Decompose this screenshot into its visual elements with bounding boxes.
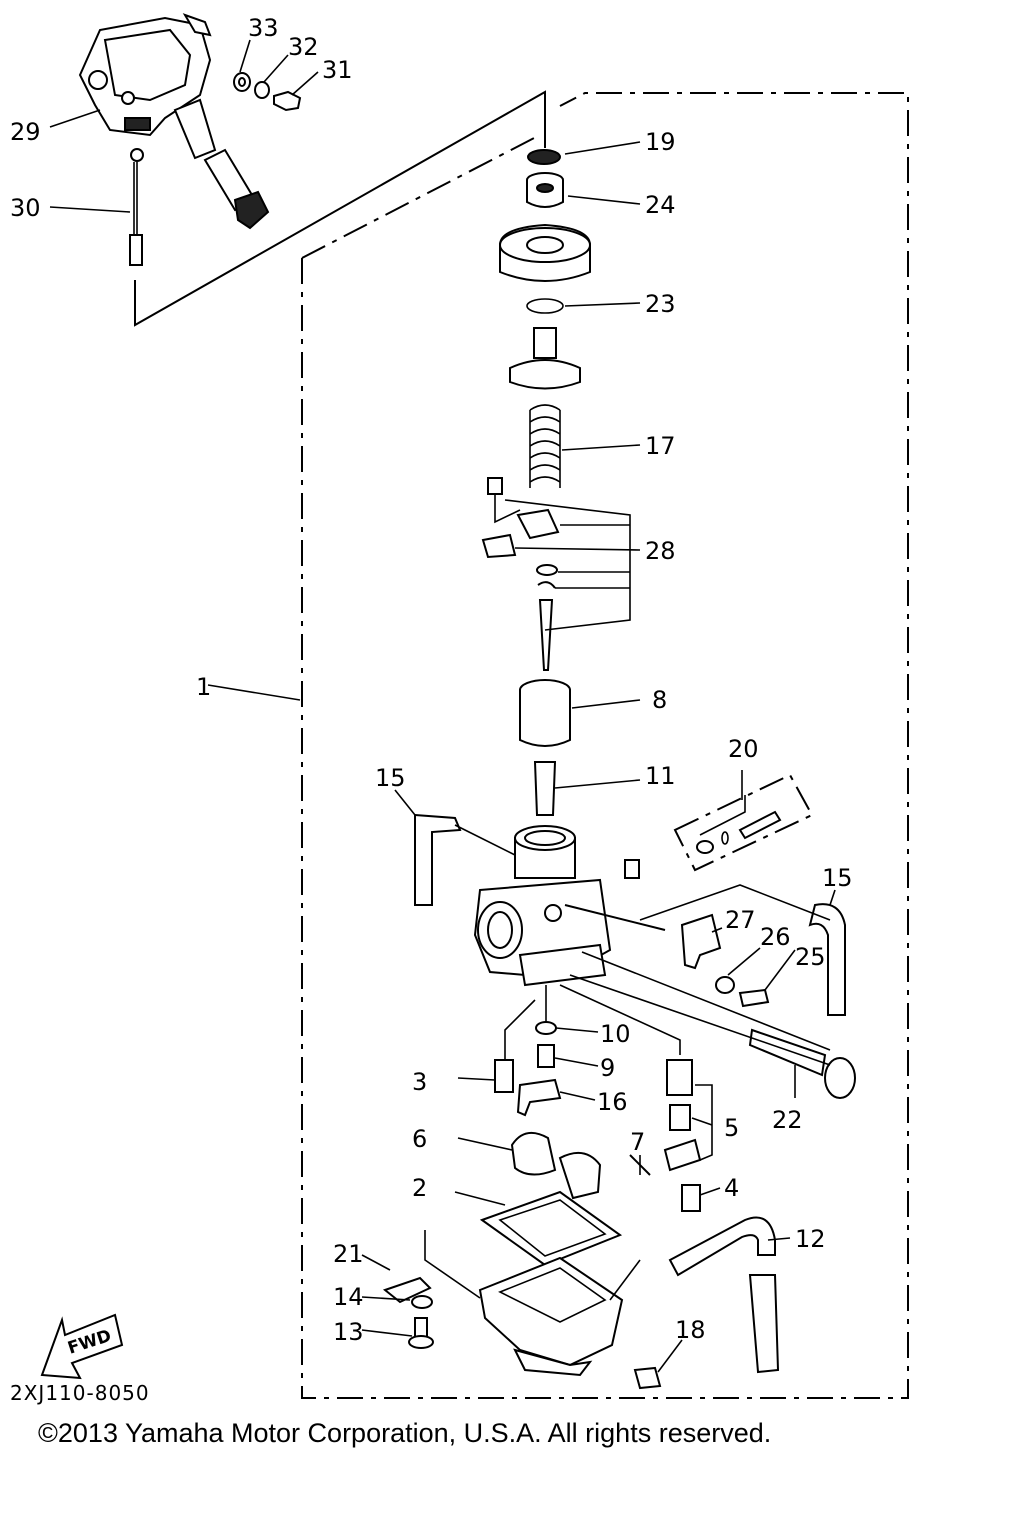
overflow-hoses xyxy=(414,813,846,1016)
callout-1: 1 xyxy=(196,673,211,701)
callout-20: 20 xyxy=(728,735,759,763)
callout-27: 27 xyxy=(725,906,756,934)
throttle-stop-screw xyxy=(748,1028,856,1099)
callout-17: 17 xyxy=(645,432,676,460)
callout-30: 30 xyxy=(10,194,41,222)
callout-21: 21 xyxy=(333,1240,364,1268)
float-bowl-gasket xyxy=(479,1190,623,1267)
throttle-cable xyxy=(129,148,144,266)
callout-10: 10 xyxy=(600,1020,631,1048)
callout-15-right: 15 xyxy=(822,864,853,892)
needle-set xyxy=(481,477,560,671)
throttle-slide xyxy=(519,679,571,747)
pilot-screw-set xyxy=(673,773,814,872)
callout-2: 2 xyxy=(412,1174,427,1202)
callout-32: 32 xyxy=(288,33,319,61)
needle-jet xyxy=(533,761,557,816)
callout-14: 14 xyxy=(333,1283,364,1311)
callout-16: 16 xyxy=(597,1088,628,1116)
callout-13: 13 xyxy=(333,1318,364,1346)
callout-3: 3 xyxy=(412,1068,427,1096)
carburetor-body xyxy=(473,825,666,987)
callout-4: 4 xyxy=(724,1174,739,1202)
callout-26: 26 xyxy=(760,923,791,951)
callout-8: 8 xyxy=(652,686,667,714)
hardware-31-33 xyxy=(233,72,302,112)
callout-7: 7 xyxy=(630,1128,645,1156)
callout-33: 33 xyxy=(248,14,279,42)
drain-hose xyxy=(668,1216,780,1374)
fwd-arrow: FWD xyxy=(40,1313,124,1380)
callout-29: 29 xyxy=(10,118,41,146)
callout-6: 6 xyxy=(412,1125,427,1153)
callout-31: 31 xyxy=(322,56,353,84)
copyright-notice: ©2013 Yamaha Motor Corporation, U.S.A. A… xyxy=(38,1418,771,1448)
part-number: 2XJ110-8050 xyxy=(10,1381,150,1405)
jets-and-float xyxy=(494,1021,702,1212)
callout-18: 18 xyxy=(675,1316,706,1344)
throttle-housing xyxy=(78,13,270,230)
callout-5: 5 xyxy=(724,1114,739,1142)
leader-lines xyxy=(49,39,836,1373)
top-cap-stack xyxy=(499,149,591,390)
callout-23: 23 xyxy=(645,290,676,318)
spring xyxy=(529,404,561,488)
callout-19: 19 xyxy=(645,128,676,156)
callout-9: 9 xyxy=(600,1054,615,1082)
callout-12: 12 xyxy=(795,1225,826,1253)
callout-15-left: 15 xyxy=(375,764,406,792)
callout-11: 11 xyxy=(645,762,676,790)
choke-parts xyxy=(680,913,770,1008)
assembly-boundary xyxy=(134,90,909,1399)
bowl-screws xyxy=(382,1276,662,1390)
callout-25: 25 xyxy=(795,943,826,971)
callout-24: 24 xyxy=(645,191,676,219)
float-bowl xyxy=(478,1256,624,1377)
callout-22: 22 xyxy=(772,1106,803,1134)
callout-labels: 33 32 31 29 30 19 24 23 17 28 8 1 11 15 … xyxy=(10,14,853,1346)
callout-28: 28 xyxy=(645,537,676,565)
